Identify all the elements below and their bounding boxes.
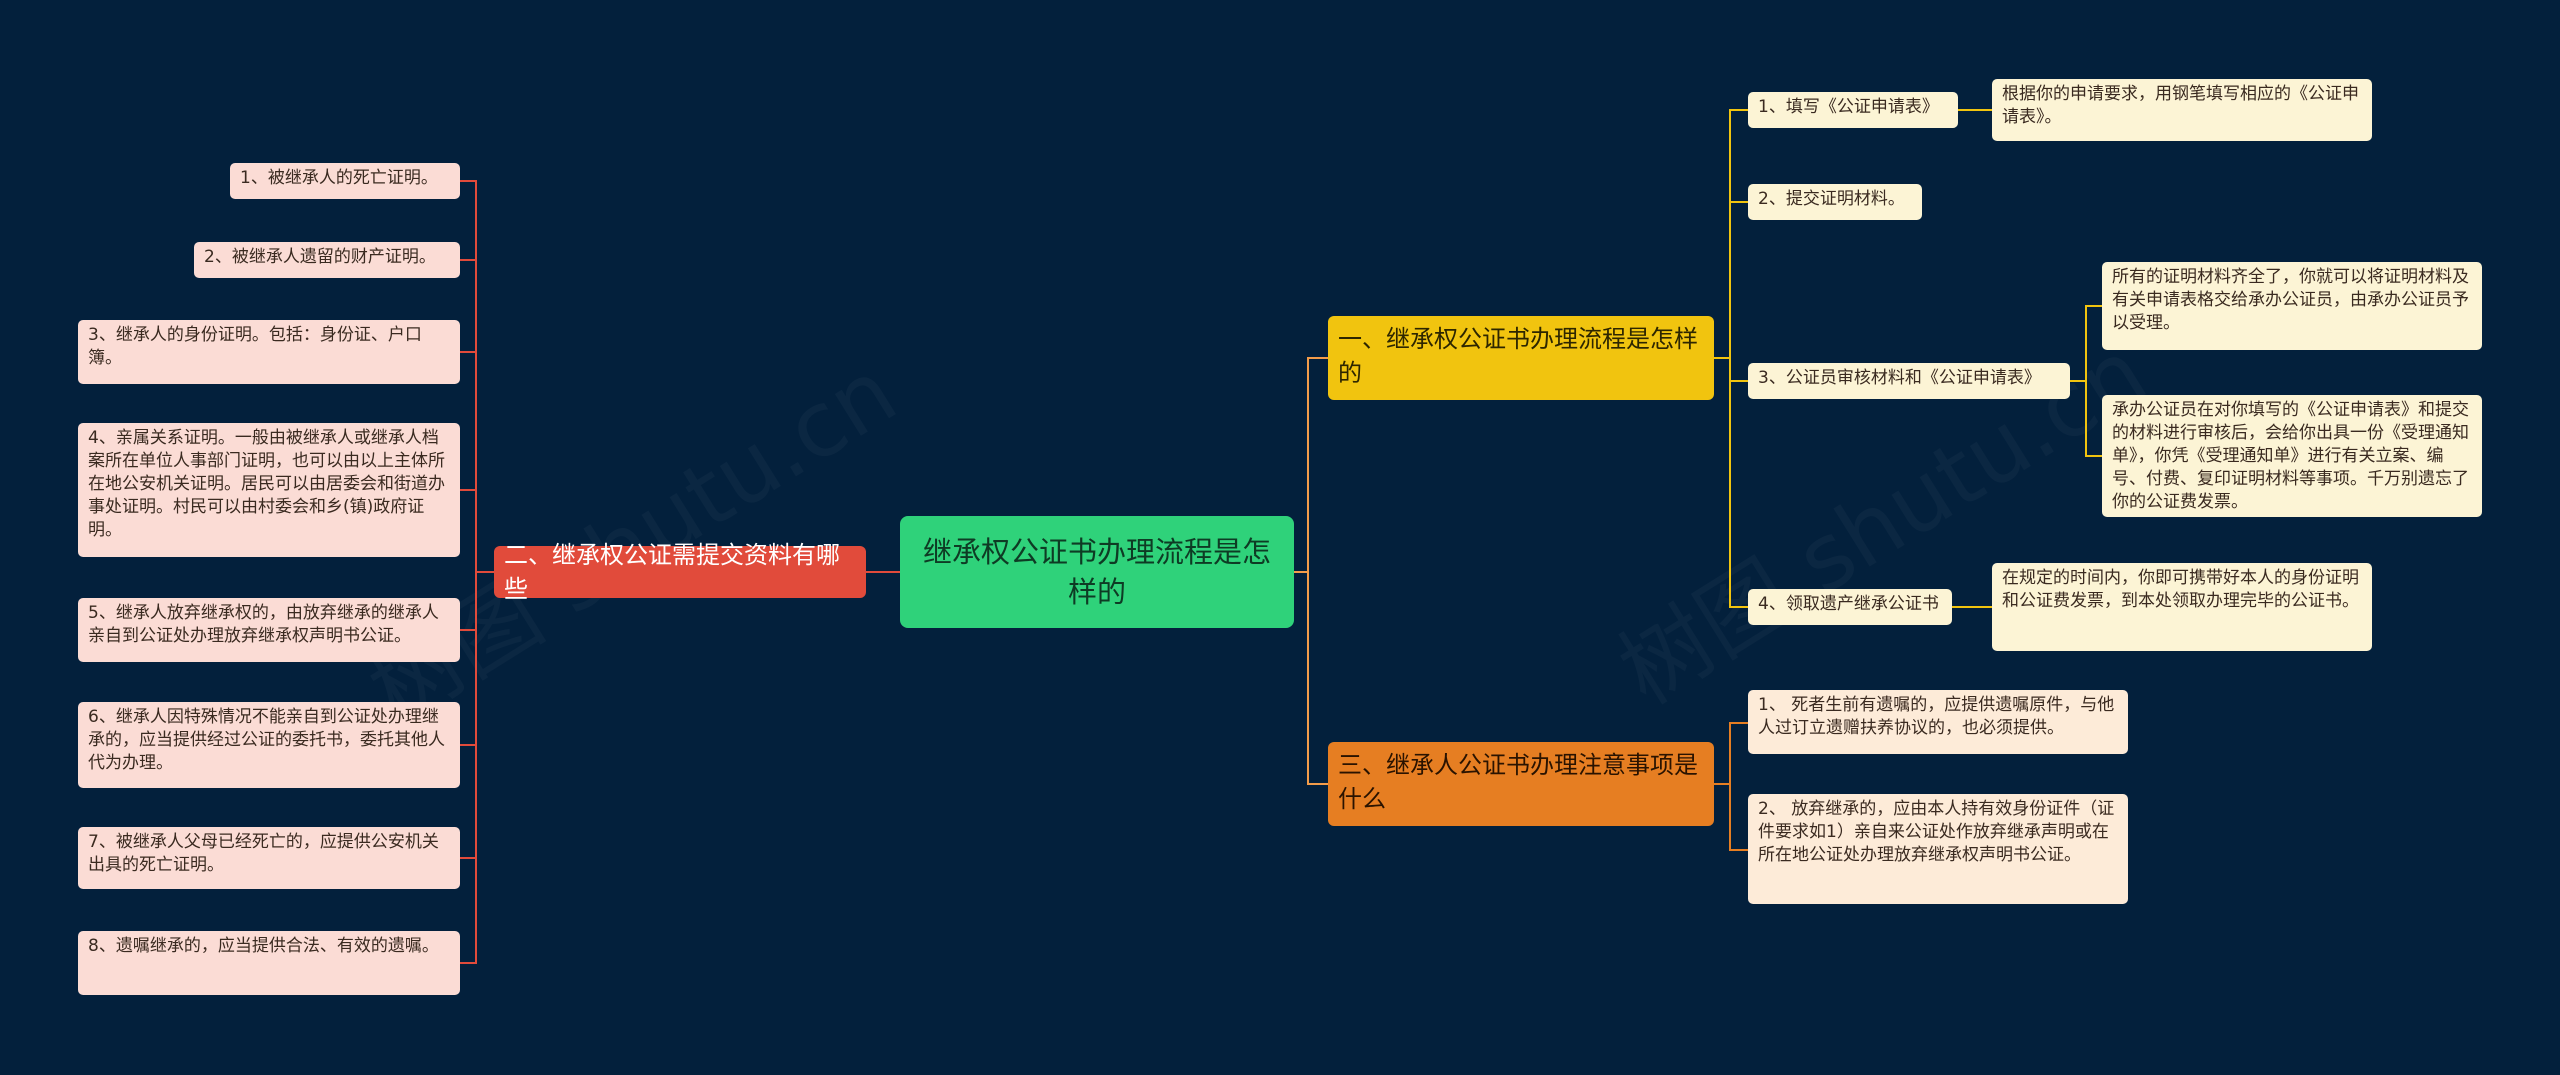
line-b2-c8 xyxy=(460,571,494,964)
topic-collect-certificate[interactable]: 4、领取遗产继承公证书 xyxy=(1748,589,1952,625)
doc-item-8[interactable]: 8、遗嘱继承的，应当提供合法、有效的遗嘱。 xyxy=(78,931,460,995)
doc-item-4[interactable]: 4、亲属关系证明。一般由被继承人或继承人档案所在单位人事部门证明，也可以由以上主… xyxy=(78,423,460,557)
doc-item-6[interactable]: 6、继承人因特殊情况不能亲自到公证处办理继承的，应当提供经过公证的委托书，委托其… xyxy=(78,702,460,788)
doc-item-5[interactable]: 5、继承人放弃继承权的，由放弃继承的继承人亲自到公证处办理放弃继承权声明书公证。 xyxy=(78,598,460,662)
doc-item-3[interactable]: 3、继承人的身份证明。包括：身份证、户口簿。 xyxy=(78,320,460,384)
line-c3-g2 xyxy=(2070,380,2102,457)
line-b3-c2 xyxy=(1714,783,1748,851)
branch-documents[interactable]: 二、继承权公证需提交资料有哪些 xyxy=(494,541,866,603)
detail-collect-certificate[interactable]: 在规定的时间内，你即可携带好本人的身份证明和公证费发票，到本处领取办理完毕的公证… xyxy=(1992,563,2372,651)
line-b1-c2 xyxy=(1714,201,1748,359)
line-b3-c1 xyxy=(1714,722,1748,785)
detail-review-1[interactable]: 所有的证明材料齐全了，你就可以将证明材料及有关申请表格交给承办公证员，由承办公证… xyxy=(2102,262,2482,350)
line-root-b1 xyxy=(1294,357,1328,573)
topic-review-materials[interactable]: 3、公证员审核材料和《公证申请表》 xyxy=(1748,363,2070,399)
detail-review-2[interactable]: 承办公证员在对你填写的《公证申请表》和提交的材料进行审核后，会给你出具一份《受理… xyxy=(2102,395,2482,517)
note-item-1[interactable]: 1、 死者生前有遗嘱的，应提供遗嘱原件，与他人过订立遗赠扶养协议的，也必须提供。 xyxy=(1748,690,2128,754)
doc-item-1[interactable]: 1、被继承人的死亡证明。 xyxy=(230,163,460,199)
branch-notes[interactable]: 三、继承人公证书办理注意事项是什么 xyxy=(1328,742,1714,826)
root-node[interactable]: 继承权公证书办理流程是怎样的 xyxy=(900,516,1294,628)
note-item-2[interactable]: 2、 放弃继承的，应由本人持有效身份证件（证件要求如1）亲自来公证处作放弃继承声… xyxy=(1748,794,2128,904)
doc-item-2[interactable]: 2、被继承人遗留的财产证明。 xyxy=(194,242,460,278)
topic-fill-form[interactable]: 1、填写《公证申请表》 xyxy=(1748,92,1958,128)
line-root-b3 xyxy=(1294,571,1328,785)
line-c3-g1 xyxy=(2070,305,2102,382)
detail-fill-form[interactable]: 根据你的申请要求，用钢笔填写相应的《公证申请表》。 xyxy=(1992,79,2372,141)
line-b1-c4 xyxy=(1714,357,1748,608)
topic-submit-materials[interactable]: 2、提交证明材料。 xyxy=(1748,184,1922,220)
doc-item-7[interactable]: 7、被继承人父母已经死亡的，应提供公安机关出具的死亡证明。 xyxy=(78,827,460,889)
line-b2-c4 xyxy=(460,489,494,573)
branch-process[interactable]: 一、继承权公证书办理流程是怎样的 xyxy=(1328,316,1714,400)
